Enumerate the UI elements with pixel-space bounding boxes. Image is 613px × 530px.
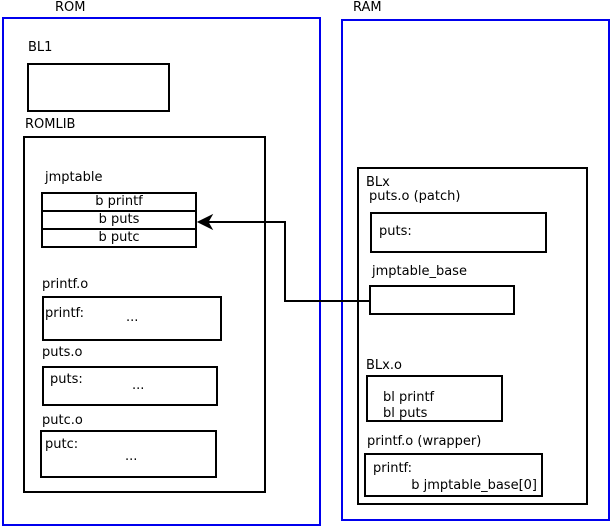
blx-o-line-bl-puts: bl puts [383,406,428,421]
printf-wrapper-symbol: printf: [373,461,413,476]
blx-label: BLx [366,175,390,190]
putc-o-box: putc: ... [40,430,217,478]
printf-wrapper-box: printf: b jmptable_base[0] [364,453,543,497]
jmptable-base-label: jmptable_base [372,264,467,279]
puts-o-box: puts: ... [42,366,218,406]
putc-body-ellipsis: ... [125,449,138,464]
puts-patch-label: puts.o (patch) [369,189,461,204]
puts-body-ellipsis: ... [132,378,145,393]
bl1-box [27,63,170,112]
printf-o-box: printf: ... [42,296,222,341]
jmptable-row-b-puts: b puts [41,210,197,230]
puts-patch-symbol: puts: [379,224,412,239]
printf-o-label: printf.o [42,277,89,292]
jmptable-label: jmptable [45,170,103,185]
blx-o-line-bl-printf: bl printf [383,390,435,405]
jmptable-row-b-printf: b printf [41,192,197,212]
printf-wrapper-branch-instruction: b jmptable_base[0] [411,478,537,493]
jmptable-table: b printf b puts b putc [41,192,197,248]
jmptable-base-box [369,285,515,315]
jmptable-row-b-putc: b putc [41,228,197,248]
puts-o-label: puts.o [42,345,83,360]
rom-region-title: ROM [55,0,86,15]
printf-wrapper-label: printf.o (wrapper) [367,434,482,449]
puts-patch-box: puts: [370,212,547,253]
blx-o-label: BLx.o [366,358,402,373]
ram-region-title: RAM [353,0,382,15]
romlib-label: ROMLIB [25,117,76,132]
printf-symbol: printf: [45,306,85,321]
bl1-label: BL1 [28,40,53,55]
puts-symbol: puts: [50,372,83,387]
putc-symbol: putc: [45,437,79,452]
printf-body-ellipsis: ... [126,310,139,325]
putc-o-label: putc.o [42,413,83,428]
blx-o-box: bl printf bl puts [366,375,503,422]
